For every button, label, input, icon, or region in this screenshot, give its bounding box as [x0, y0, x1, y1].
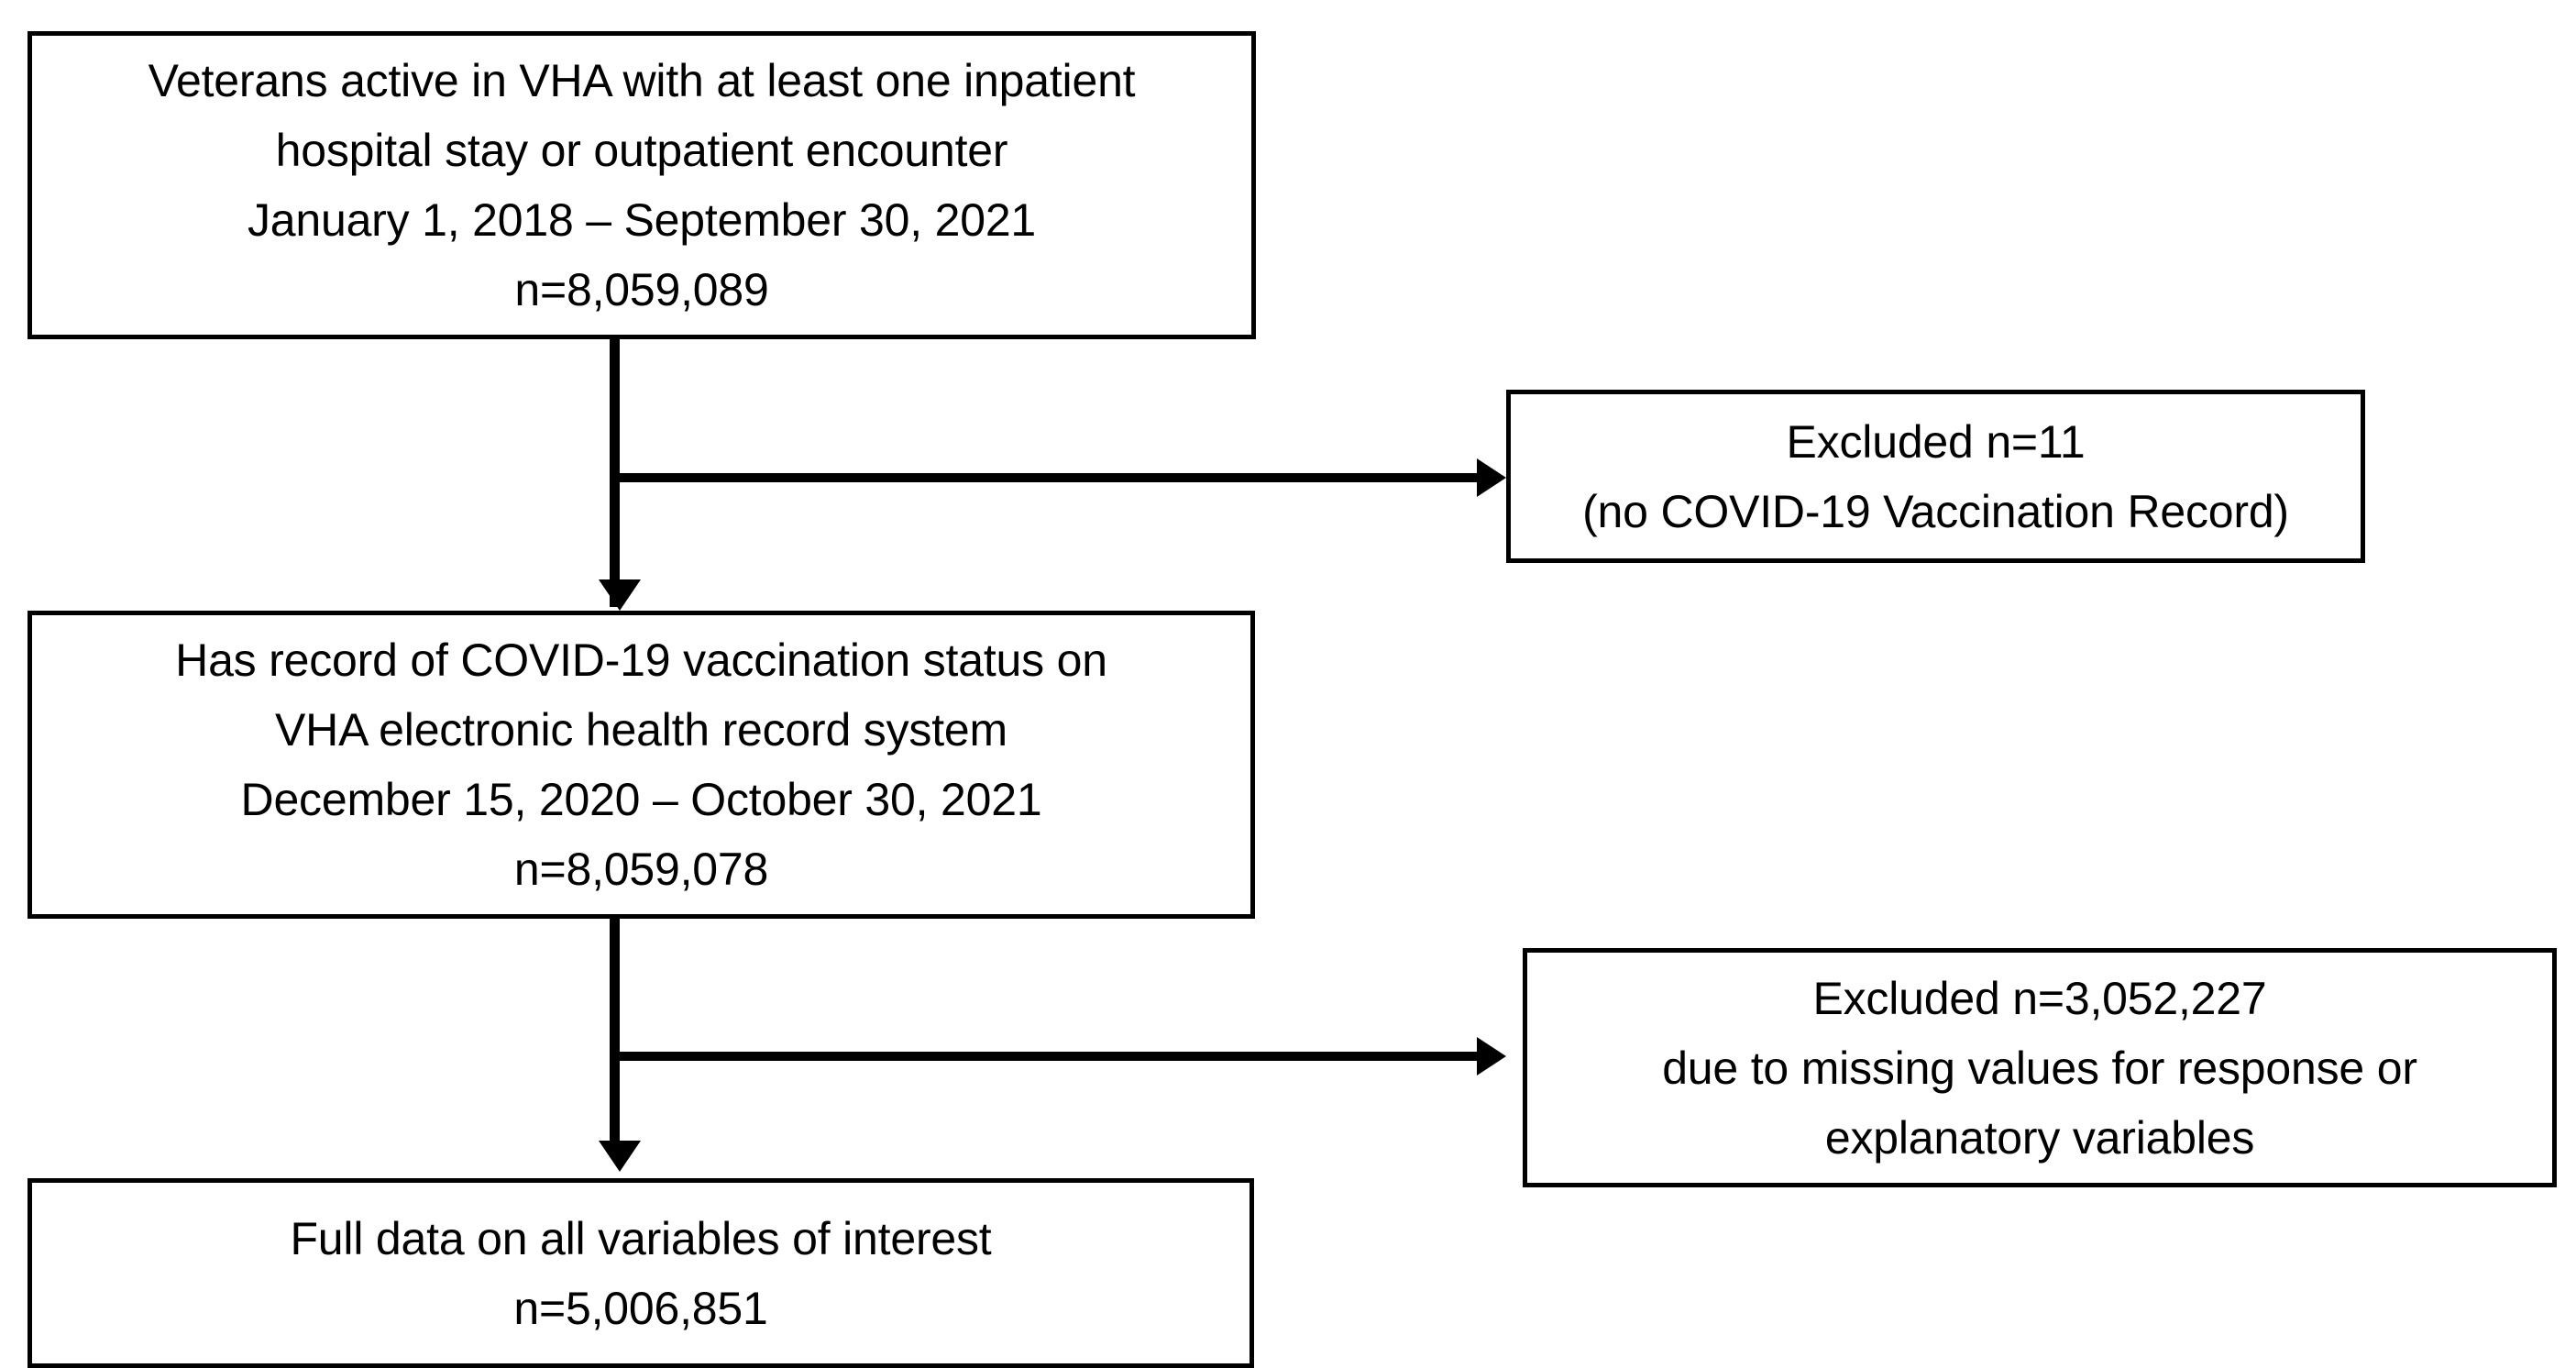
flow-node-excluded-1-count: Excluded n=11 — [1786, 415, 2086, 468]
flow-node-cohort-line-3: January 1, 2018 – September 30, 2021 — [247, 194, 1037, 246]
connector-cohort-to-excluded-1 — [616, 473, 1481, 482]
flow-node-vaccination-record-line-2: VHA electronic health record system — [275, 704, 1007, 756]
flow-node-excluded-1: Excluded n=11 (no COVID-19 Vaccination R… — [1506, 390, 2365, 563]
flow-node-full-data-count: n=5,006,851 — [513, 1282, 768, 1334]
flow-node-full-data: Full data on all variables of interest n… — [28, 1178, 1254, 1368]
flow-node-excluded-2-reason-2: explanatory variables — [1824, 1111, 2255, 1164]
connector-vaccination-record-to-full-data — [610, 919, 620, 1144]
flow-node-full-data-label: Full data on all variables of interest — [290, 1212, 992, 1264]
flow-node-cohort: Veterans active in VHA with at least one… — [28, 31, 1256, 339]
arrowhead-right-icon — [1477, 1037, 1506, 1076]
flow-node-excluded-2-reason-1: due to missing values for response or — [1662, 1042, 2417, 1094]
flow-node-cohort-line-1: Veterans active in VHA with at least one… — [148, 55, 1136, 106]
connector-vaccination-record-to-excluded-2 — [616, 1052, 1481, 1061]
arrowhead-right-icon — [1477, 458, 1506, 497]
flow-node-cohort-count: n=8,059,089 — [514, 264, 769, 315]
flow-node-cohort-line-2: hospital stay or outpatient encounter — [275, 125, 1008, 176]
flow-node-vaccination-record-line-1: Has record of COVID-19 vaccination statu… — [175, 634, 1107, 686]
flow-node-excluded-1-reason: (no COVID-19 Vaccination Record) — [1582, 485, 2289, 537]
flow-node-excluded-2-count: Excluded n=3,052,227 — [1812, 972, 2267, 1024]
flow-node-vaccination-record-count: n=8,059,078 — [513, 844, 769, 895]
flow-node-vaccination-record: Has record of COVID-19 vaccination statu… — [28, 611, 1255, 919]
flow-node-vaccination-record-line-3: December 15, 2020 – October 30, 2021 — [240, 774, 1042, 825]
arrowhead-down-icon — [599, 579, 641, 611]
arrowhead-down-icon — [599, 1141, 641, 1172]
connector-cohort-to-vaccination-record — [610, 339, 620, 607]
flow-node-excluded-2: Excluded n=3,052,227 due to missing valu… — [1523, 948, 2557, 1187]
